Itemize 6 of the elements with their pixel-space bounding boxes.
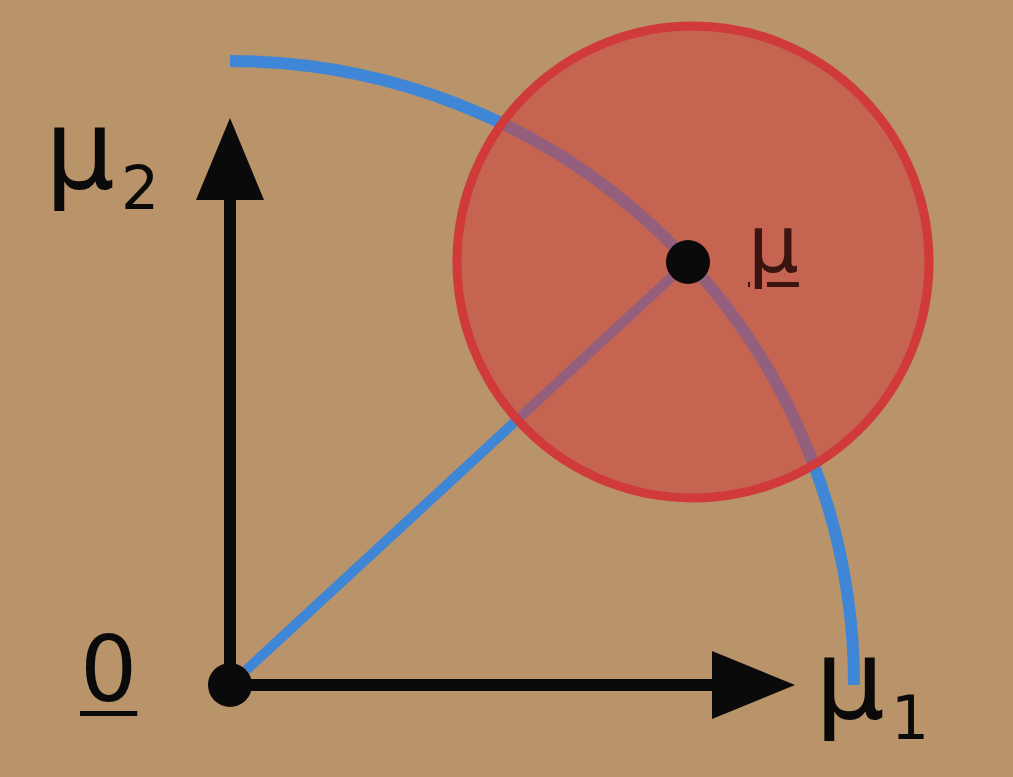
axis-label: μ$_{1}$	[815, 625, 930, 748]
point-dot	[666, 240, 710, 284]
point-dot	[208, 663, 252, 707]
axis-label: μ$_{2}$	[45, 95, 160, 218]
radius-line	[242, 273, 676, 674]
point-label: 0	[80, 625, 138, 715]
